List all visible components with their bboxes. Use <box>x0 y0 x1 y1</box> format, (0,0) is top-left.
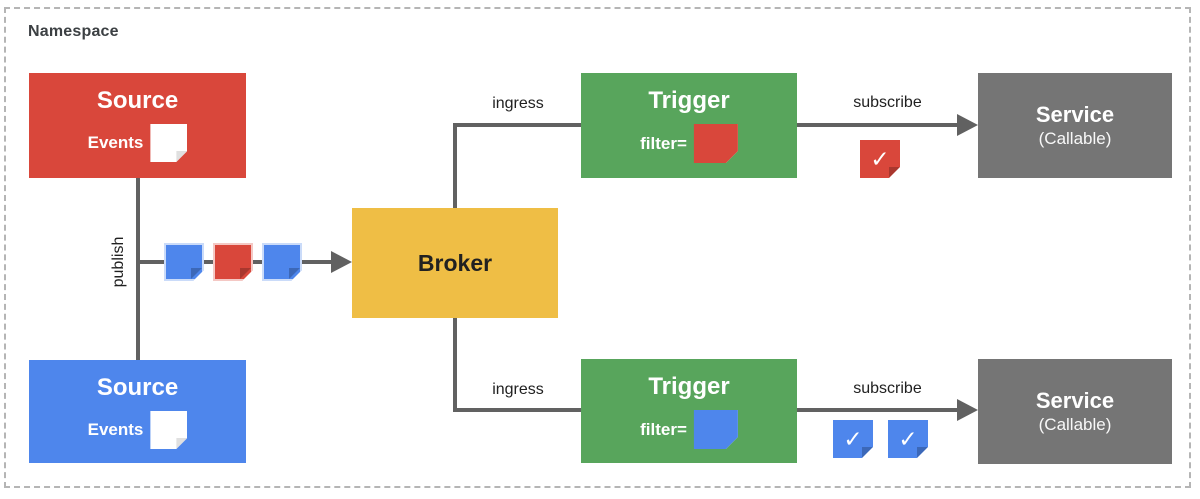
subscribe-bottom-label: subscribe <box>853 380 922 397</box>
subscribe-top-label: subscribe <box>853 94 922 111</box>
trigger-node-top: Trigger filter= <box>581 73 797 178</box>
broker-node: Broker <box>352 208 558 318</box>
delivered-event-note-icon: ✓ <box>860 140 900 178</box>
source-node-blue: Source Events <box>29 360 246 463</box>
check-icon: ✓ <box>898 425 918 452</box>
check-icon: ✓ <box>843 425 863 452</box>
node-title: Service <box>1035 388 1115 413</box>
namespace-label: Namespace <box>28 23 119 40</box>
service-node-top: Service (Callable) <box>978 73 1172 178</box>
filter-note-icon <box>694 124 738 163</box>
publish-label: publish <box>110 236 127 288</box>
filter-label: filter= <box>640 419 687 439</box>
event-note-icon <box>213 243 253 281</box>
filter-row: filter= <box>640 124 738 163</box>
delivered-event-note-icon: ✓ <box>833 420 873 458</box>
broker-to-trigger-top-line-vertical <box>453 125 457 210</box>
subscribe-top-arrowhead-icon <box>957 114 978 136</box>
node-title: Trigger <box>648 373 730 400</box>
subscribe-bottom-arrowhead-icon <box>957 399 978 421</box>
events-label: Events <box>87 420 144 439</box>
node-title: Source <box>96 374 179 401</box>
subscribe-bottom-line <box>797 408 959 412</box>
filter-row: filter= <box>640 410 738 449</box>
namespace-boundary <box>4 7 1191 488</box>
event-note-icon <box>164 243 204 281</box>
broker-to-trigger-bottom-line-vertical <box>453 317 457 412</box>
service-node-bottom: Service (Callable) <box>978 359 1172 464</box>
publish-arrowhead-icon <box>331 251 352 273</box>
filter-note-icon <box>694 410 738 449</box>
events-label: Events <box>87 133 144 152</box>
trigger-node-bottom: Trigger filter= <box>581 359 797 463</box>
event-note-icon <box>150 124 187 162</box>
node-subtitle: (Callable) <box>1038 129 1112 148</box>
node-title: Source <box>96 87 179 114</box>
ingress-top-line <box>453 123 581 127</box>
source-node-red: Source Events <box>29 73 246 178</box>
publish-line-vertical <box>136 178 140 360</box>
events-row: Events <box>88 411 188 449</box>
delivered-event-note-icon: ✓ <box>888 420 928 458</box>
node-subtitle: (Callable) <box>1038 415 1112 434</box>
node-title: Trigger <box>648 87 730 114</box>
filter-label: filter= <box>640 133 687 153</box>
events-row: Events <box>88 124 188 162</box>
check-icon: ✓ <box>870 145 890 172</box>
subscribe-top-line <box>797 123 959 127</box>
ingress-top-label: ingress <box>492 95 544 112</box>
node-title: Service <box>1035 102 1115 127</box>
ingress-bottom-label: ingress <box>492 381 544 398</box>
event-note-icon <box>150 411 187 449</box>
node-title: Broker <box>417 249 493 276</box>
event-note-icon <box>262 243 302 281</box>
ingress-bottom-line <box>453 408 581 412</box>
